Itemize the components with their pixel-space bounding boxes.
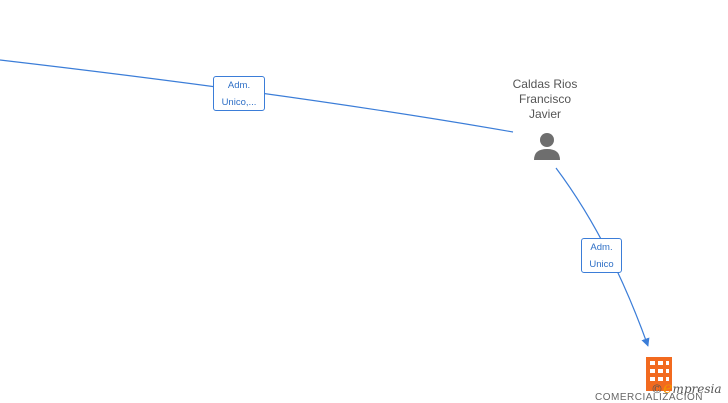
person-icon[interactable] (534, 133, 560, 160)
edge-incoming-to-person[interactable] (0, 59, 514, 133)
edge-label-adm-unico-1[interactable]: Adm. Unico,... (213, 76, 265, 111)
building-icon[interactable] (646, 357, 672, 391)
brand-name: mpresia (672, 382, 722, 396)
empresia-watermark: ©empresia (651, 378, 722, 397)
edge-label-line1: Adm. (590, 242, 613, 253)
copyright-symbol: © (651, 382, 663, 396)
edge-label-line1: Adm. (227, 80, 251, 91)
edge-label-line2: Unico (589, 259, 614, 270)
person-node-label[interactable]: Caldas Rios Francisco Javier (512, 77, 578, 121)
company-node-label[interactable]: COMERCIALIZACION (595, 392, 704, 403)
edge-label-line2: Unico,... (221, 97, 257, 108)
brand-initial: e (663, 378, 673, 397)
edge-label-adm-unico-2[interactable]: Adm. Unico (581, 238, 622, 273)
